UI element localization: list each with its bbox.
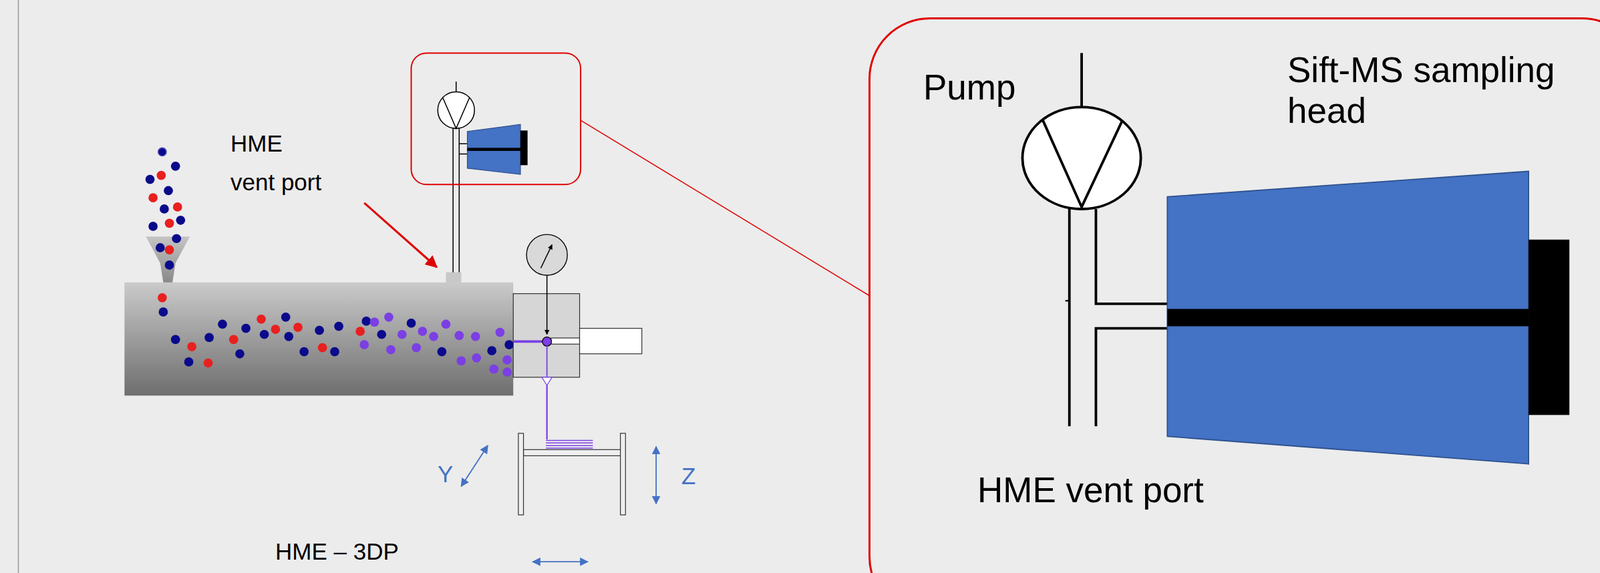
vent-port-label: HME vent port [977,469,1204,511]
axis-label: Z [681,462,696,491]
pump-label: Pump [923,66,1016,108]
sampling-head-label: Sift-MS sampling head [1287,49,1595,131]
system-label: HME – 3DP [275,537,399,566]
axis-label: Y [437,460,453,489]
vent-port-label: HME vent port [230,124,325,202]
zoom-panel: Pump Sift-MS sampling headHME vent port [868,17,1600,573]
